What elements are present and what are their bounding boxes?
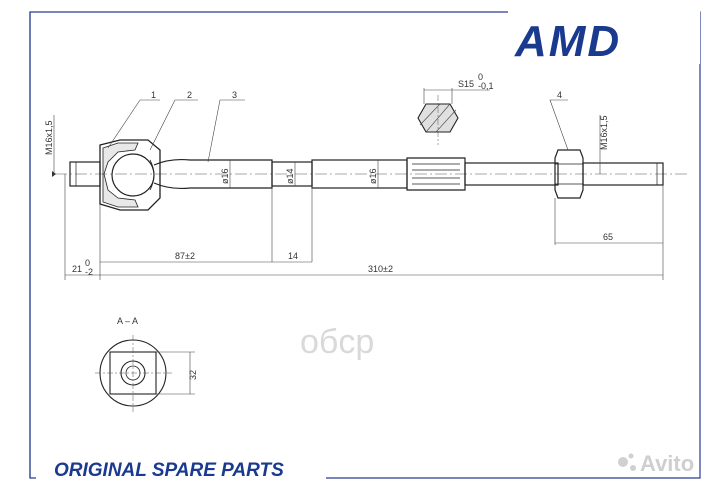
callout-4: 4 <box>557 90 562 100</box>
dim-dia-2: ø14 <box>285 168 295 184</box>
ball-joint-housing <box>99 139 161 211</box>
avito-watermark-text: Avito <box>640 451 694 476</box>
dim-21-tol-bottom: -2 <box>85 267 93 277</box>
avito-watermark: Avito <box>618 451 694 476</box>
dim-hex-tol-bottom: -0,1 <box>478 81 494 91</box>
dim-dia-3: ø16 <box>368 168 378 184</box>
watermark-center: oбcp <box>300 323 374 361</box>
right-thread <box>582 162 664 186</box>
dim-310: 310±2 <box>368 264 393 274</box>
hex-section <box>417 95 459 145</box>
rod <box>153 157 559 191</box>
diameter-markers <box>229 160 379 188</box>
avito-dots-icon <box>618 457 628 467</box>
ball <box>111 153 155 197</box>
callout-leaders <box>107 99 569 163</box>
section-view <box>95 335 195 412</box>
avito-dot-2 <box>630 465 636 471</box>
dim-dia-1: ø16 <box>220 168 230 184</box>
section-label: A – A <box>117 316 138 326</box>
dim-thread-right: M16x1,5 <box>599 115 609 150</box>
tagline-group: ORIGINAL SPARE PARTS <box>36 455 326 485</box>
brand-logo: AMD <box>508 8 700 66</box>
callout-3: 3 <box>232 90 237 100</box>
dim-hex: S15 <box>458 79 474 89</box>
tagline-text: ORIGINAL SPARE PARTS <box>54 460 284 481</box>
dim-65: 65 <box>603 232 613 242</box>
drawing-frame <box>29 11 701 479</box>
lock-nut <box>554 149 584 199</box>
dim-section-32: 32 <box>188 370 198 380</box>
dim-14: 14 <box>288 251 298 261</box>
callout-1: 1 <box>151 90 156 100</box>
callout-2: 2 <box>187 90 192 100</box>
dim-87: 87±2 <box>175 251 195 261</box>
dim-21-tol-top: 0 <box>85 258 90 268</box>
avito-dot-3 <box>628 453 634 459</box>
dim-hex-tol-top: 0 <box>478 72 483 82</box>
dimension-lines <box>53 88 664 280</box>
dim-thread-left: M16x1,5 <box>44 120 54 155</box>
dim-21: 21 <box>72 264 82 274</box>
brand-logo-text: AMD <box>514 17 621 66</box>
